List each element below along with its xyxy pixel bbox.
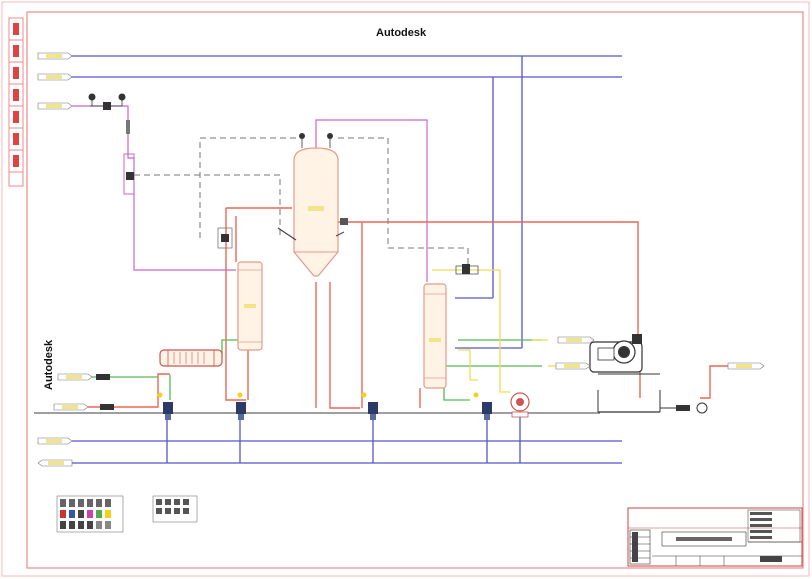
tag-top-1 xyxy=(37,52,73,60)
evaporator xyxy=(277,133,348,277)
watermark-top: Autodesk xyxy=(376,27,427,39)
utility-lines-bottom xyxy=(72,413,622,464)
tag-feed-1 xyxy=(57,373,93,381)
line-tags-right xyxy=(555,336,765,370)
tag-top-2 xyxy=(37,73,73,81)
watermark-side: Autodesk xyxy=(43,339,55,390)
feed-line-fittings xyxy=(96,374,114,410)
tag-right-1 xyxy=(557,336,595,344)
preheater xyxy=(217,227,263,351)
left-strip-marks xyxy=(9,39,23,173)
line-tags-left xyxy=(37,52,93,467)
control-lines-dashed xyxy=(134,137,469,268)
tag-top-3 xyxy=(37,102,73,110)
left-binding-strip xyxy=(8,17,24,187)
tag-right-2 xyxy=(555,362,591,370)
legend-block-1 xyxy=(56,495,124,533)
utility-lines-top xyxy=(70,55,622,349)
title-block xyxy=(627,507,803,567)
legend-block-2 xyxy=(152,495,198,523)
feed-heater xyxy=(159,349,223,367)
header-valves xyxy=(157,392,492,420)
outlet-valve xyxy=(660,402,708,414)
vacuum-pump xyxy=(589,334,660,375)
tag-feed-2 xyxy=(53,403,89,411)
process-lines-red xyxy=(88,207,740,409)
tag-bottom-1 xyxy=(37,437,73,445)
inner-frame xyxy=(26,11,804,569)
condenser xyxy=(423,264,479,389)
tag-bottom-2 xyxy=(37,459,73,467)
discharge-pump xyxy=(510,392,530,418)
tag-right-3 xyxy=(727,362,765,370)
steam-instruments xyxy=(88,93,135,195)
